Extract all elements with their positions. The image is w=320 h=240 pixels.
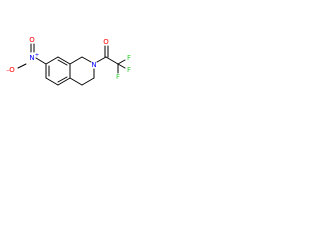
atom-f3: F [116, 73, 120, 81]
bond-c4a-c5-inner [57, 76, 68, 83]
bond-c4-c4a [69, 77, 83, 86]
atom-carbonyl-o: O [103, 38, 109, 46]
bond-c5-c6 [45, 77, 59, 86]
atom-nitro-o-double: O [29, 36, 35, 44]
bond-c7-c8 [45, 56, 59, 65]
bond-c8a-c1 [69, 56, 83, 65]
atom-labels: O − N + O N O F F F [6, 36, 131, 81]
atom-ring-n: N [91, 61, 96, 69]
bond-c3-c4 [81, 77, 95, 86]
bond-c8-c8a-inner [57, 59, 68, 66]
atom-nitro-n-charge: + [35, 53, 39, 59]
atom-f1: F [127, 54, 131, 62]
atom-nitro-o-minus: O [9, 66, 15, 74]
bond-c4a-c5 [57, 77, 71, 86]
bonds [17, 43, 126, 86]
bond-nitro-n-o-minus [17, 63, 27, 69]
bond-c7-nitro-n [35, 57, 47, 65]
bond-carbonyl-c-cf3 [105, 56, 119, 65]
atom-f2: F [127, 66, 131, 74]
bond-cf3-f2 [117, 63, 126, 69]
bond-cf3-f1 [117, 59, 126, 65]
bond-c8-c8a [57, 56, 71, 65]
bond-n2-carbonyl-c [96, 56, 107, 63]
bond-c1-n2 [81, 56, 92, 63]
atom-nitro-o-minus-charge: − [6, 69, 10, 75]
atom-nitro-n: N [29, 54, 34, 62]
molecule-structure-diagram: O − N + O N O F F F [6, 36, 131, 86]
